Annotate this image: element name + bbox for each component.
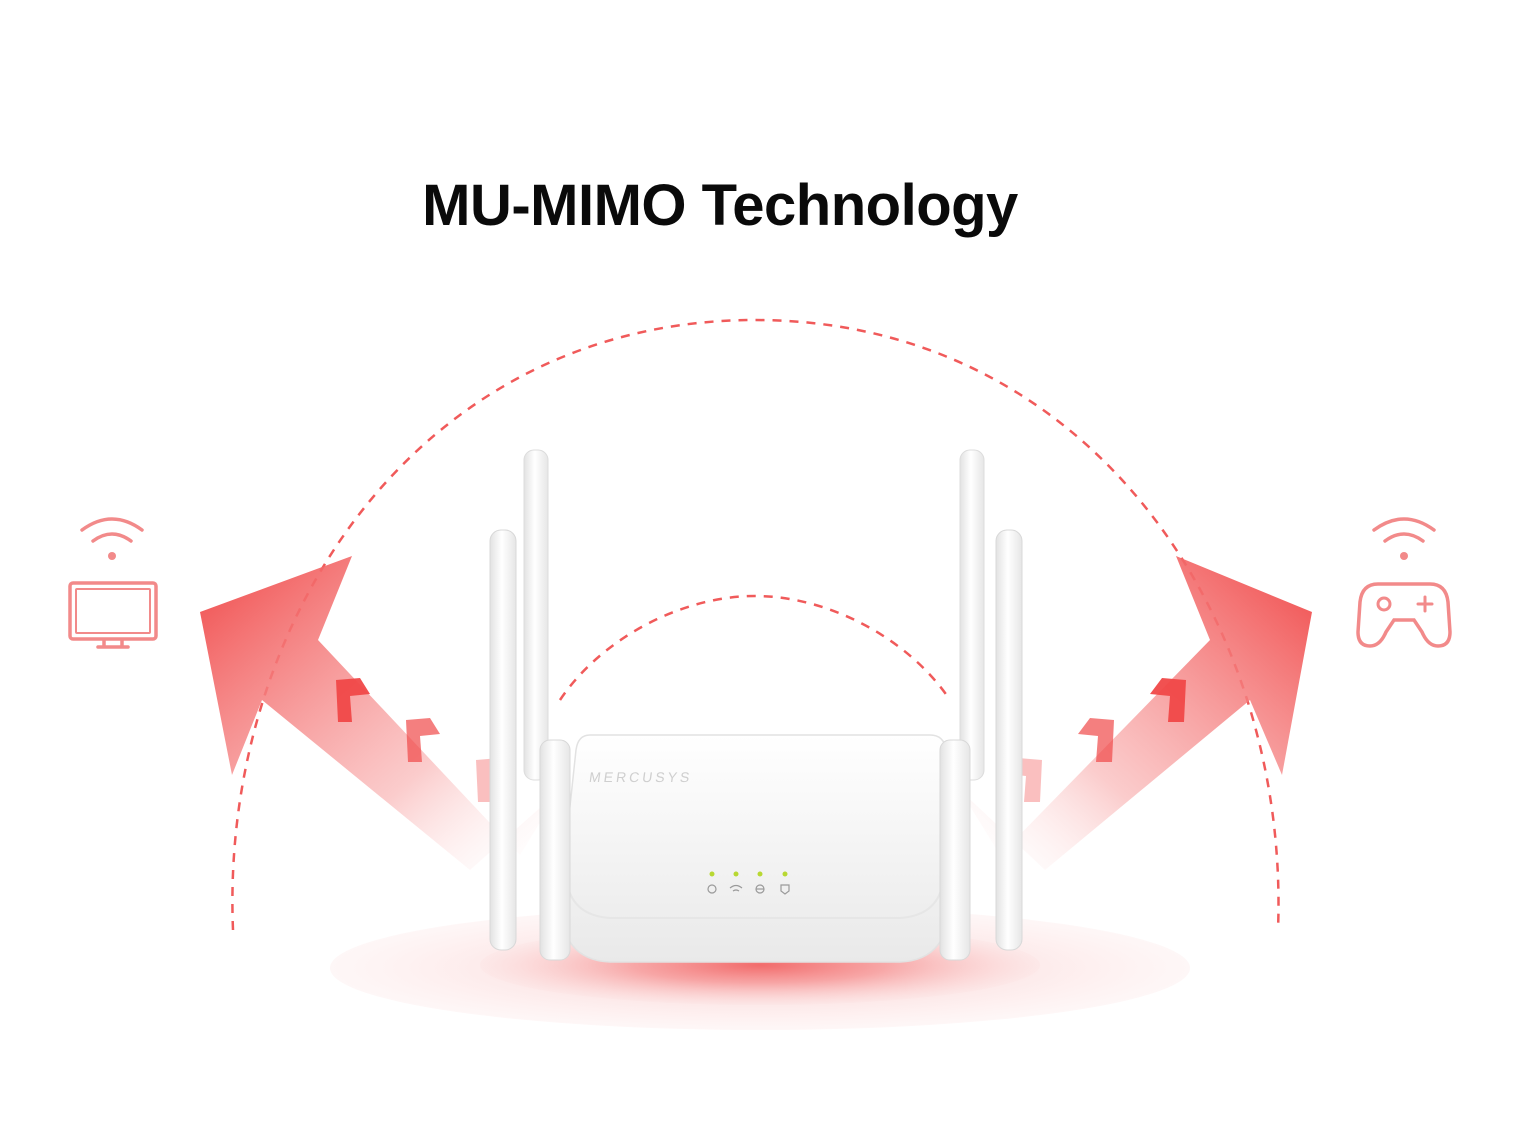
- antenna-left-inner: [539, 739, 571, 961]
- chevron-icon: [406, 718, 440, 762]
- wifi-icon: [80, 517, 144, 560]
- status-led-icons: [707, 884, 790, 895]
- globe-icon: [755, 884, 765, 894]
- monitor-icon: [68, 581, 158, 649]
- wifi-icon: [729, 884, 743, 892]
- status-leds: [709, 871, 788, 877]
- antenna-right-inner: [939, 739, 971, 961]
- chevron-icon: [1150, 678, 1186, 722]
- antenna: [995, 529, 1023, 951]
- lan-icon: [780, 884, 790, 895]
- wan-led: [757, 871, 763, 877]
- wifi-icon: [1372, 517, 1436, 560]
- monitor-device: [68, 517, 158, 649]
- router-brand-logo: MERCUSYS: [588, 769, 693, 785]
- wifi-led: [733, 871, 739, 877]
- gamepad-device: [1356, 517, 1452, 648]
- router: MERCUSYS: [489, 449, 1023, 963]
- chevron-icon: [1078, 718, 1114, 762]
- antenna: [523, 449, 549, 781]
- antenna: [489, 529, 517, 951]
- power-led: [709, 871, 715, 877]
- antenna: [959, 449, 985, 781]
- inner-signal-arc: [558, 594, 952, 701]
- power-icon: [707, 884, 717, 894]
- left-signal-arrow: [200, 556, 560, 870]
- lan-led: [782, 871, 788, 877]
- chevron-icon: [336, 678, 370, 722]
- gamepad-icon: [1356, 582, 1452, 648]
- page-title: MU-MIMO Technology: [422, 173, 1018, 238]
